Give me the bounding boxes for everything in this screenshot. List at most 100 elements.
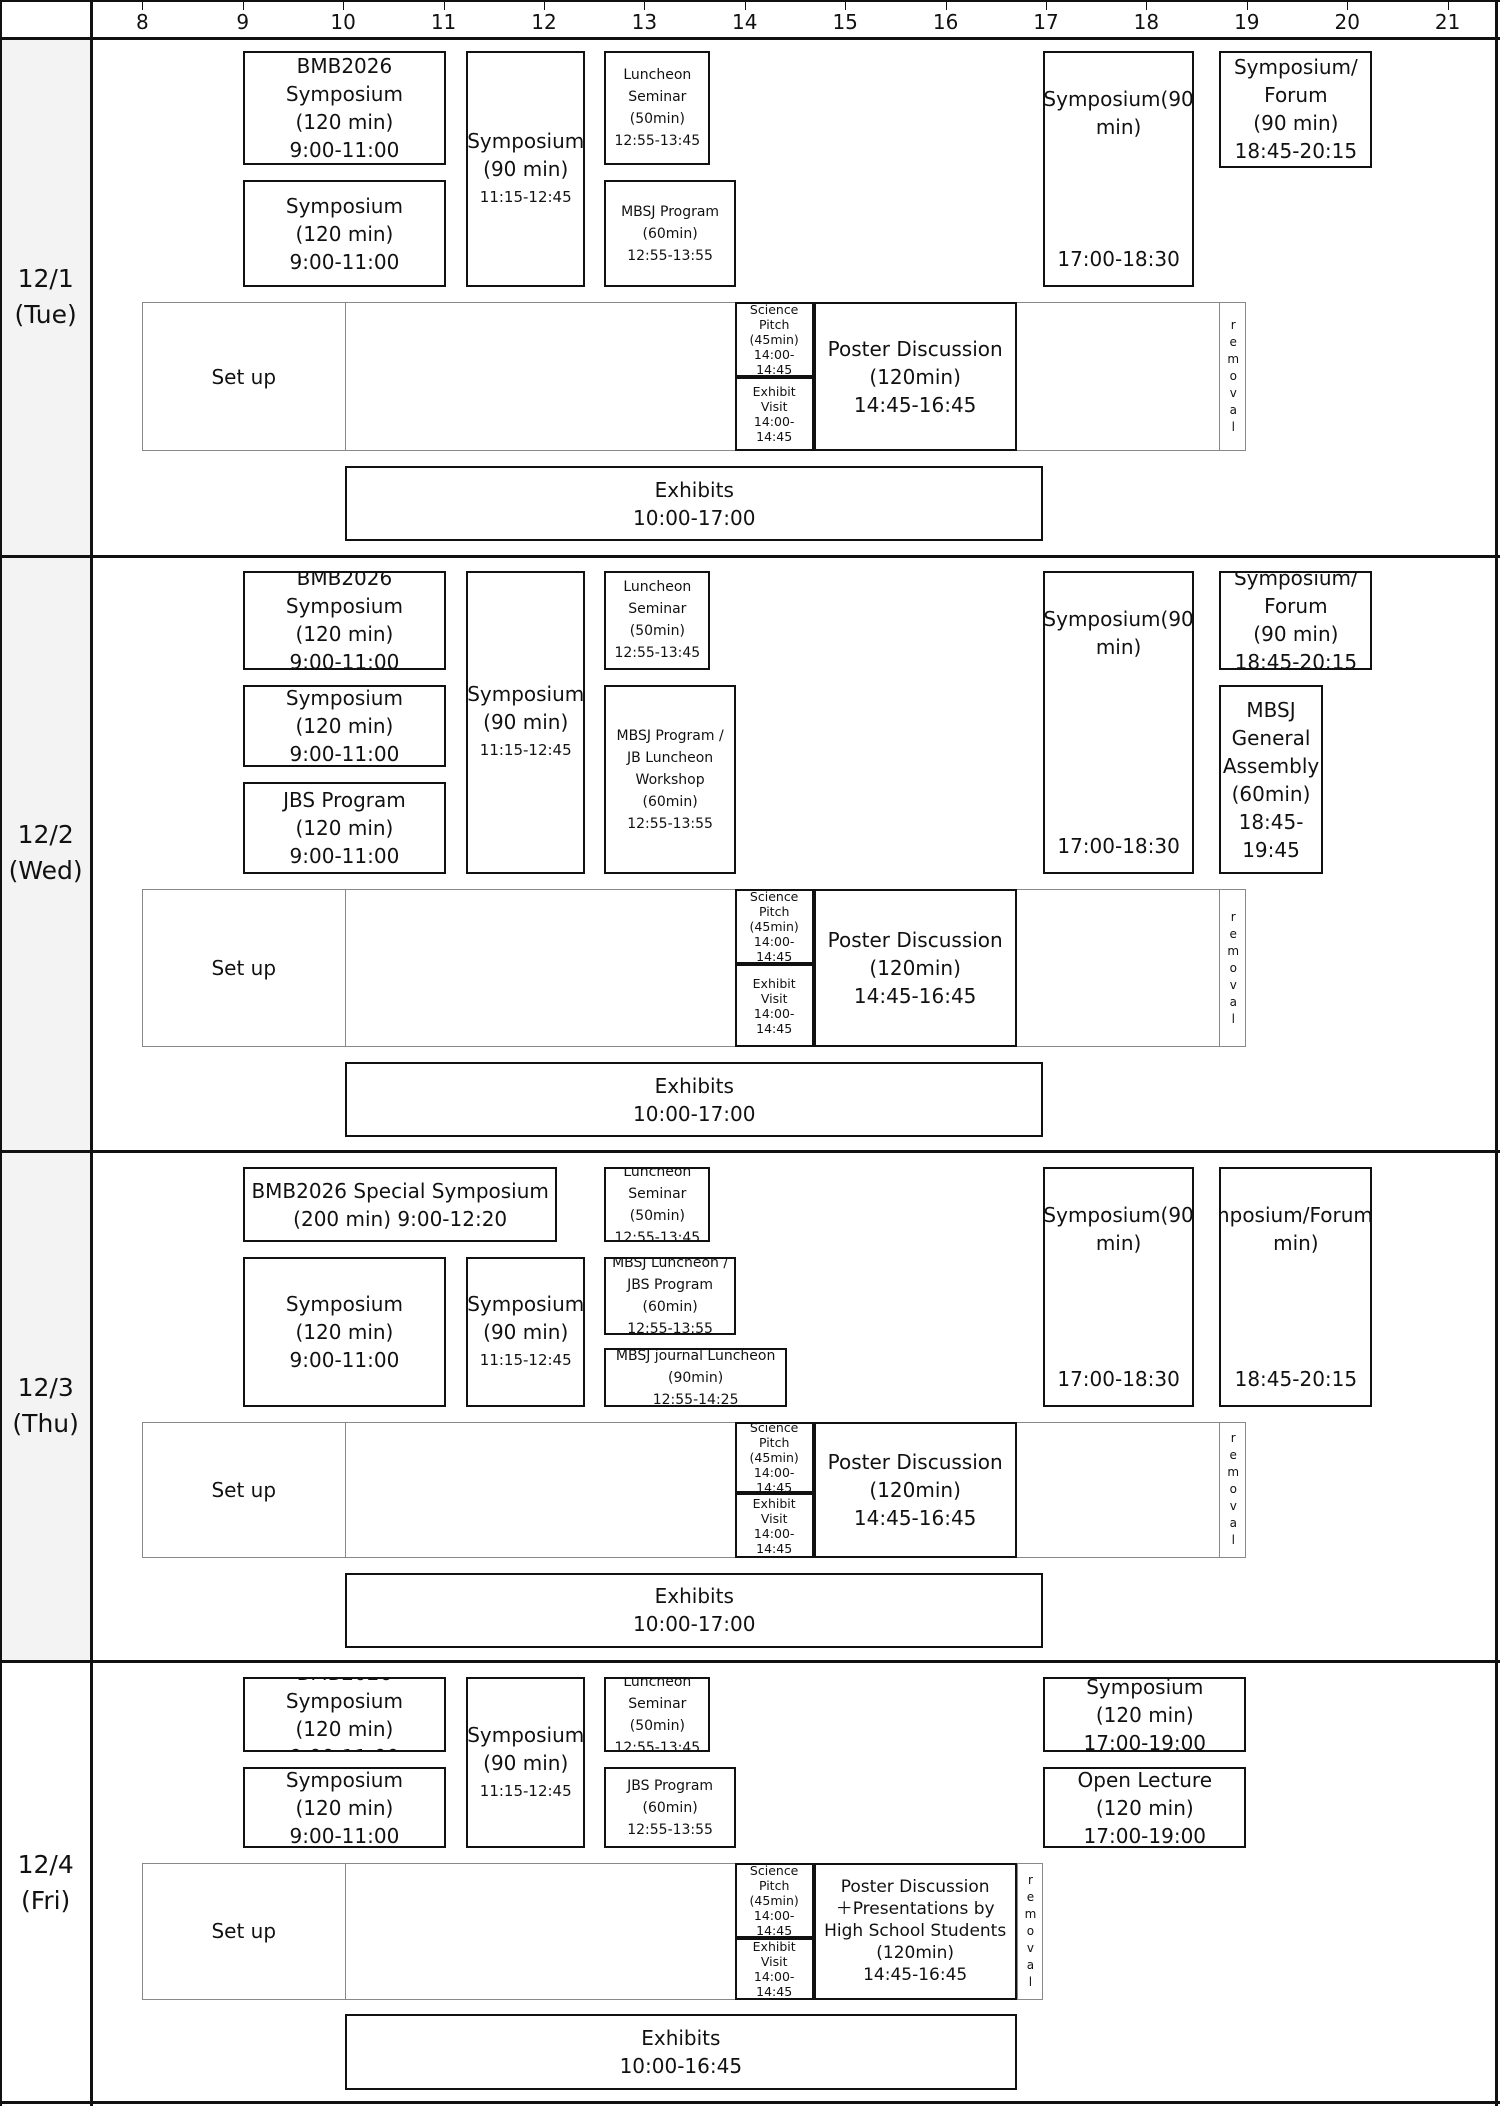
hour-tick [644,0,646,10]
session-block[interactable]: BMB2026 Special Symposium(200 min) 9:00-… [243,1166,558,1243]
session-block[interactable]: Symposium(120 min)17:00-19:00 [1043,1677,1247,1753]
text-line: Exhibit [752,1495,796,1511]
text-line: 12:55-13:55 [627,1821,713,1838]
text-line: 11:15-12:45 [479,741,572,760]
setup-divider [345,1862,347,2000]
text-line: JBS Program [283,787,406,812]
session-block[interactable]: BMB2026 Symposium(120 min)9:00-11:00 [243,1677,446,1753]
text-line: (120 min) [295,622,394,647]
text-line: MBSJ [1246,697,1296,722]
hour-tick [1447,0,1449,10]
session-block[interactable]: Open Lecture(120 min)17:00-19:00 [1043,1767,1247,1848]
text-line: (120min) [869,956,961,981]
text-line: Symposium [285,594,403,619]
text-line: 14:45-16:45 [863,1965,968,1986]
text-line: 12:55-13:45 [614,1229,701,1243]
text-line: Forum [1309,1202,1373,1227]
text-line: MBSJ Program / [616,727,724,744]
poster-discussion-block[interactable]: Poster Discussion(120min)14:45-16:45 [813,302,1017,452]
removal-letter: m [1227,943,1240,958]
session-block[interactable]: Symposium/Forum(90 min)18:45-20:15 [1219,1166,1373,1408]
session-block[interactable]: Symposium(90 min)17:00-18:30 [1043,51,1194,288]
text-line: (120 min) [295,713,394,738]
session-block[interactable]: MBSJ Program(60min)12:55-13:55 [604,179,736,288]
text-line: Science [749,889,799,905]
text-line: BMB2026 [296,570,393,591]
session-block[interactable]: Symposium(90 min)17:00-18:30 [1043,1166,1194,1408]
session-block[interactable]: Symposium(90 min)11:15-12:45 [465,1256,586,1408]
text-line: Poster Discussion [840,1877,990,1898]
text-line: 14:00- [753,1907,795,1923]
text-line: 14:00- [753,934,795,950]
session-block[interactable]: Symposium(120 min)9:00-11:00 [243,179,446,288]
removal-letter: l [1231,420,1235,435]
text-line: (120min) [876,1943,955,1964]
text-line: Science [749,302,799,318]
poster-discussion-block[interactable]: Poster Discussion(120min)14:45-16:45 [813,888,1017,1048]
poster-discussion-block[interactable]: Poster Discussion(120min)14:45-16:45 [813,1422,1017,1558]
session-block[interactable]: JBS Program(60min)12:55-13:55 [604,1767,736,1848]
text-line: 9:00-11:00 [289,741,400,766]
session-block[interactable]: JBS Program(120 min)9:00-11:00 [243,781,446,875]
session-block[interactable]: Symposium/Forum(90 min)18:45-20:15 [1219,51,1373,168]
text-line: Forum [1264,594,1328,619]
text-line: Symposium [1086,1677,1204,1699]
removal-letter: a [1229,994,1237,1009]
text-line: (90 min) [483,710,569,735]
session-block[interactable]: Symposium (120 min) 9:00-11:00 [243,684,446,767]
removal-letter: o [1229,369,1237,384]
text-line: Visit [760,1510,788,1526]
session-block[interactable]: Symposium(90 min)11:15-12:45 [465,570,586,875]
setup-label: Set up [211,1919,277,1944]
session-block[interactable]: Symposium(90 min)11:15-12:45 [465,51,586,288]
removal-letter: v [1026,1940,1035,1955]
session-block[interactable]: Symposium(90 min)17:00-18:30 [1043,570,1194,875]
removal-letter: v [1229,386,1237,401]
text-line: (50min) [629,623,685,640]
day-weekday: (Thu) [12,1408,79,1438]
text-line: (45min) [749,1450,799,1466]
hour-label: 21 [1434,10,1461,34]
text-line: Visit [760,1953,788,1969]
session-block[interactable]: Symposium(90 min)11:15-12:45 [465,1677,586,1848]
removal-letter: l [1231,1011,1235,1026]
text-line: 17:00-18:30 [1057,1367,1180,1392]
text-line: Luncheon [623,579,692,596]
text-line: Symposium [467,1292,585,1317]
session-block[interactable]: Symposium(120 min)9:00-11:00 [243,1767,446,1848]
day-date: 12/3 [17,1372,74,1402]
hour-label: 10 [330,10,356,34]
text-line: 19:45 [1242,837,1300,862]
session-block[interactable]: Symposium(120 min)9:00-11:00 [243,1256,446,1408]
session-block[interactable]: MBSJ journal Luncheon(90min)12:55-14:25 [604,1348,787,1408]
text-line: Symposium [467,129,585,154]
text-line: Symposium [285,685,403,710]
text-line: Symposium [1043,1202,1161,1227]
session-block[interactable]: Symposium/Forum(90 min)18:45-20:15 [1219,570,1373,671]
poster-area-band [142,1422,1247,1558]
session-block[interactable]: MBSJ Luncheon /JBS Program(60min)12:55-1… [604,1256,736,1335]
text-line: 9:00-11:00 [289,1348,400,1373]
